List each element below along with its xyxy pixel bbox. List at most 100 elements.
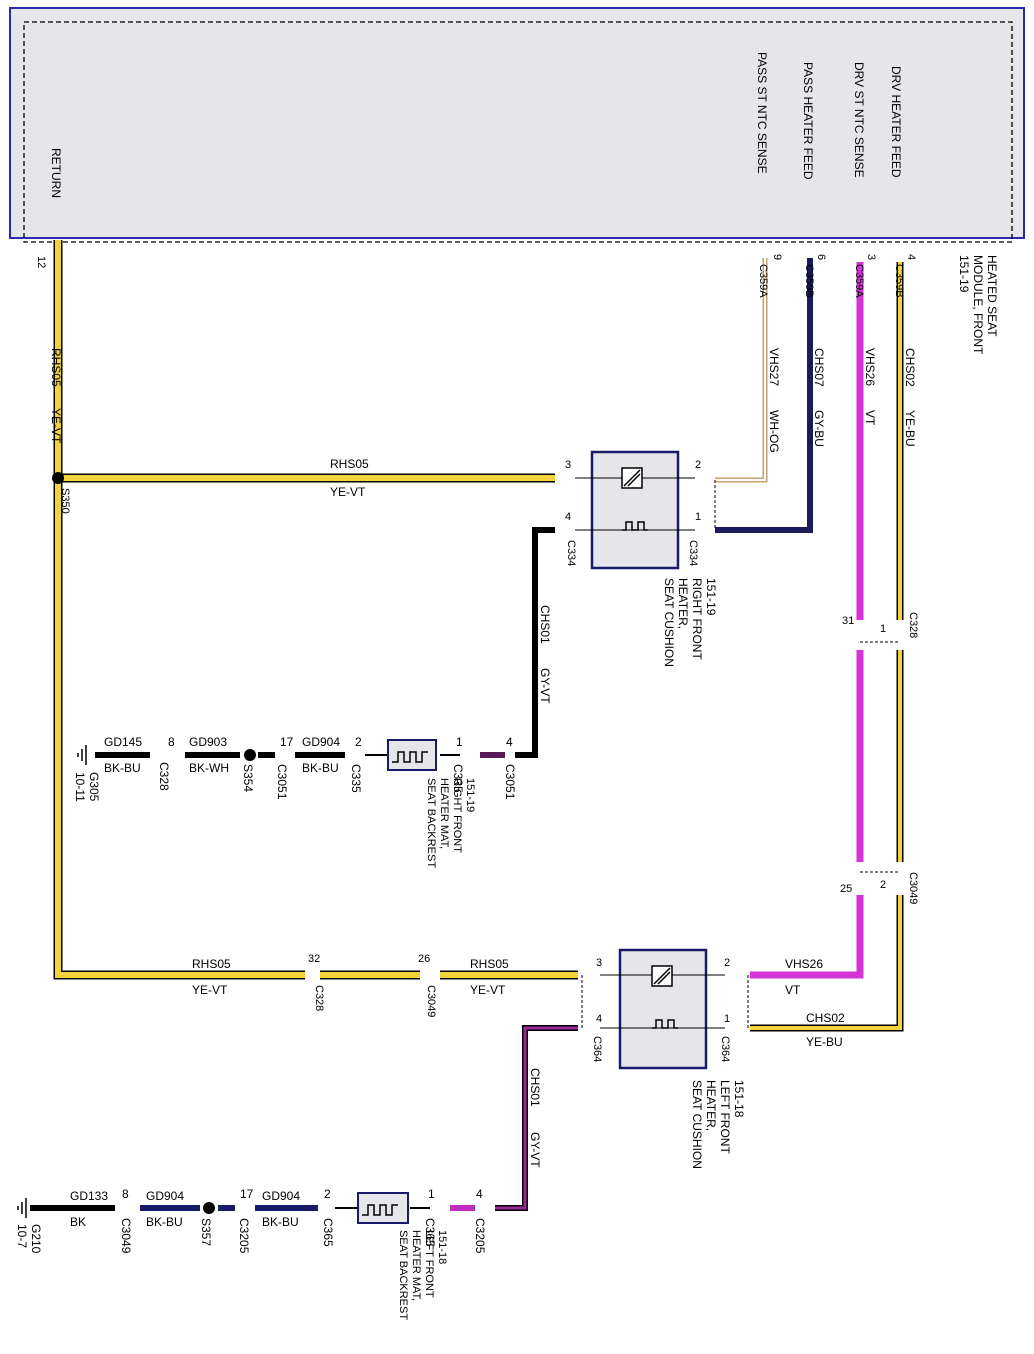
- c3049-lf2-label: C3049: [425, 985, 437, 1017]
- vhs26-lf-color: VT: [785, 983, 801, 997]
- conn-c359b-pass: C359B: [803, 264, 815, 298]
- gd904-lf-2-color: BK-BU: [262, 1215, 299, 1229]
- pin-6: 6: [815, 254, 827, 260]
- pin-26: 26: [418, 953, 430, 965]
- gd903-color: BK-WH: [189, 761, 229, 775]
- pin-1-c365: 1: [428, 1187, 435, 1201]
- chs01-lf-circuit: CHS01: [528, 1068, 542, 1107]
- backrest-lf-line3: LEFT FRONT: [423, 1230, 435, 1298]
- lf-ground-labels: GD133 BK GD904 BK-BU GD904 BK-BU 8 17 2 …: [15, 1187, 487, 1254]
- vhs26-lf-circuit: VHS26: [785, 957, 823, 971]
- g210-name: G210: [29, 1224, 43, 1254]
- pin-32: 32: [308, 953, 320, 965]
- pin-label-drv-feed: DRV HEATER FEED: [889, 66, 903, 178]
- cushion-rf-line4: 151-19: [704, 578, 718, 616]
- g210-ref: 10-7: [15, 1224, 29, 1248]
- pin-1-c328: 1: [880, 623, 886, 635]
- c3051-label-2: C3051: [503, 764, 517, 800]
- pin-17-rf: 17: [280, 735, 294, 749]
- g305-ref: 10-11: [73, 772, 87, 802]
- seat-backrest-heater-lf: SEAT BACKREST HEATER MAT, LEFT FRONT 151…: [357, 1192, 448, 1320]
- chs02-lf-color: YE-BU: [806, 1035, 843, 1049]
- wire-labels: RHS05 YE-VT RHS05 YE-VT RHS05 YE-VT RHS0…: [49, 348, 917, 1168]
- backrest-lf-line2: HEATER MAT,: [410, 1230, 422, 1301]
- s350-label: S350: [59, 488, 71, 514]
- wire-rhs05-main: [53, 240, 305, 980]
- backrest-rf-line1: SEAT BACKREST: [425, 778, 437, 868]
- pin-3: 3: [865, 254, 877, 260]
- svg-text:SEAT CUSHION HEATER,: SEAT CUSHION HEATER, RIGHT FRONT 151-19: [662, 578, 718, 670]
- module-title-2: MODULE, FRONT: [971, 255, 985, 355]
- module-pin-labels: 12 9 C359A 6 C359B 3 C359A 4 C359B: [35, 254, 917, 298]
- c335-label-2: C335: [451, 764, 465, 793]
- pin-8-lf: 8: [122, 1187, 129, 1201]
- rf-pin-3: 3: [565, 459, 571, 471]
- c364-right: C364: [719, 1036, 731, 1062]
- gd904-rf-color: BK-BU: [302, 761, 339, 775]
- pin-label-pass-feed: PASS HEATER FEED: [801, 62, 815, 180]
- c328-lf-label: C328: [313, 985, 325, 1011]
- c3051-label-1: C3051: [275, 764, 289, 800]
- c328-rf-label: C328: [157, 762, 171, 791]
- gd904-lf-1-color: BK-BU: [146, 1215, 183, 1229]
- c3205-label-1: C3205: [237, 1218, 251, 1254]
- rhs05-rf-circuit: RHS05: [330, 457, 369, 471]
- pin-4-c3051: 4: [506, 735, 513, 749]
- backrest-rf-line2: HEATER MAT,: [438, 778, 450, 849]
- backrest-lf-line4: 151-18: [436, 1230, 448, 1264]
- seat-backrest-heater-rf: SEAT BACKREST HEATER MAT, RIGHT FRONT 15…: [387, 739, 476, 871]
- c365-label-1: C365: [321, 1218, 335, 1247]
- lf-pin-3: 3: [596, 957, 602, 969]
- c3049-lf-label: C3049: [119, 1218, 133, 1254]
- pin-8-rf: 8: [168, 735, 175, 749]
- s357-label: S357: [199, 1218, 213, 1246]
- rhs05-lf-color-2: YE-VT: [470, 983, 506, 997]
- pin-1-c335: 1: [456, 735, 463, 749]
- backrest-rf-line3: RIGHT FRONT: [451, 778, 463, 853]
- gd904-rf-circuit: GD904: [302, 735, 340, 749]
- heated-seat-module: HEATED SEAT MODULE, FRONT 151-19 RETURN …: [9, 7, 1025, 357]
- c364-left: C364: [591, 1036, 603, 1062]
- splice-s354: [244, 749, 256, 761]
- svg-text:SEAT CUSHION HEATER,: SEAT CUSHION HEATER, LEFT FRONT 151-18: [690, 1080, 746, 1172]
- rf-pin-2: 2: [695, 459, 701, 471]
- c3049-label: C3049: [907, 872, 919, 904]
- rhs05-vertical-color: YE-VT: [49, 408, 63, 444]
- lf-pin-2: 2: [724, 957, 730, 969]
- wires: [30, 240, 904, 1211]
- pin-4-c3205: 4: [476, 1187, 483, 1201]
- rf-pin-1: 1: [695, 511, 701, 523]
- rf-ground-labels: GD145 BK-BU GD903 BK-WH GD904 BK-BU 8 17…: [73, 735, 517, 802]
- seat-cushion-heater-lf: SEAT CUSHION HEATER, LEFT FRONT 151-18: [600, 948, 746, 1172]
- pin-31: 31: [842, 615, 854, 627]
- ground-g210-icon: [17, 1198, 27, 1218]
- c365-label-2: C365: [423, 1218, 437, 1247]
- module-title-3: 151-19: [957, 255, 971, 293]
- chs02-lf-circuit: CHS02: [806, 1011, 845, 1025]
- gd904-lf-2-circuit: GD904: [262, 1189, 300, 1203]
- svg-text:HEATED SEAT MODULE, FRON: HEATED SEAT MODULE, FRONT 151-19: [957, 255, 999, 357]
- rhs05-lf-circuit-2: RHS05: [470, 957, 509, 971]
- s354-label: S354: [241, 764, 255, 792]
- lf-pin-4: 4: [596, 1013, 602, 1025]
- cushion-lf-line3: LEFT FRONT: [718, 1080, 732, 1154]
- component-pin-labels: 3 4 2 1 C334 C334 S350 31 1 C328 25 2 C3…: [59, 459, 919, 1062]
- rhs05-rf-color: YE-VT: [330, 485, 366, 499]
- backrest-rf-line4: 151-19: [464, 778, 476, 812]
- chs07-color: GY-BU: [812, 410, 826, 447]
- seat-cushion-heater-rf: SEAT CUSHION HEATER, RIGHT FRONT 151-19: [575, 450, 718, 670]
- pin-2-c335: 2: [355, 735, 362, 749]
- vhs26-circuit: VHS26: [863, 348, 877, 386]
- gd133-color: BK: [70, 1215, 86, 1229]
- chs01-rf-circuit: CHS01: [538, 605, 552, 644]
- connector-breaks: [581, 480, 900, 1028]
- conn-c359a-pass: C359A: [757, 264, 769, 298]
- c334-right: C334: [687, 540, 699, 566]
- chs02-circuit: CHS02: [903, 348, 917, 387]
- backrest-lf-line1: SEAT BACKREST: [397, 1230, 409, 1320]
- conn-c359a-drv: C359A: [853, 264, 865, 298]
- svg-text:SEAT BACKREST HEATER MAT: SEAT BACKREST HEATER MAT, RIGHT FRONT 15…: [425, 778, 476, 871]
- pin-label-return: RETURN: [49, 148, 63, 198]
- vhs26-color: VT: [863, 410, 877, 426]
